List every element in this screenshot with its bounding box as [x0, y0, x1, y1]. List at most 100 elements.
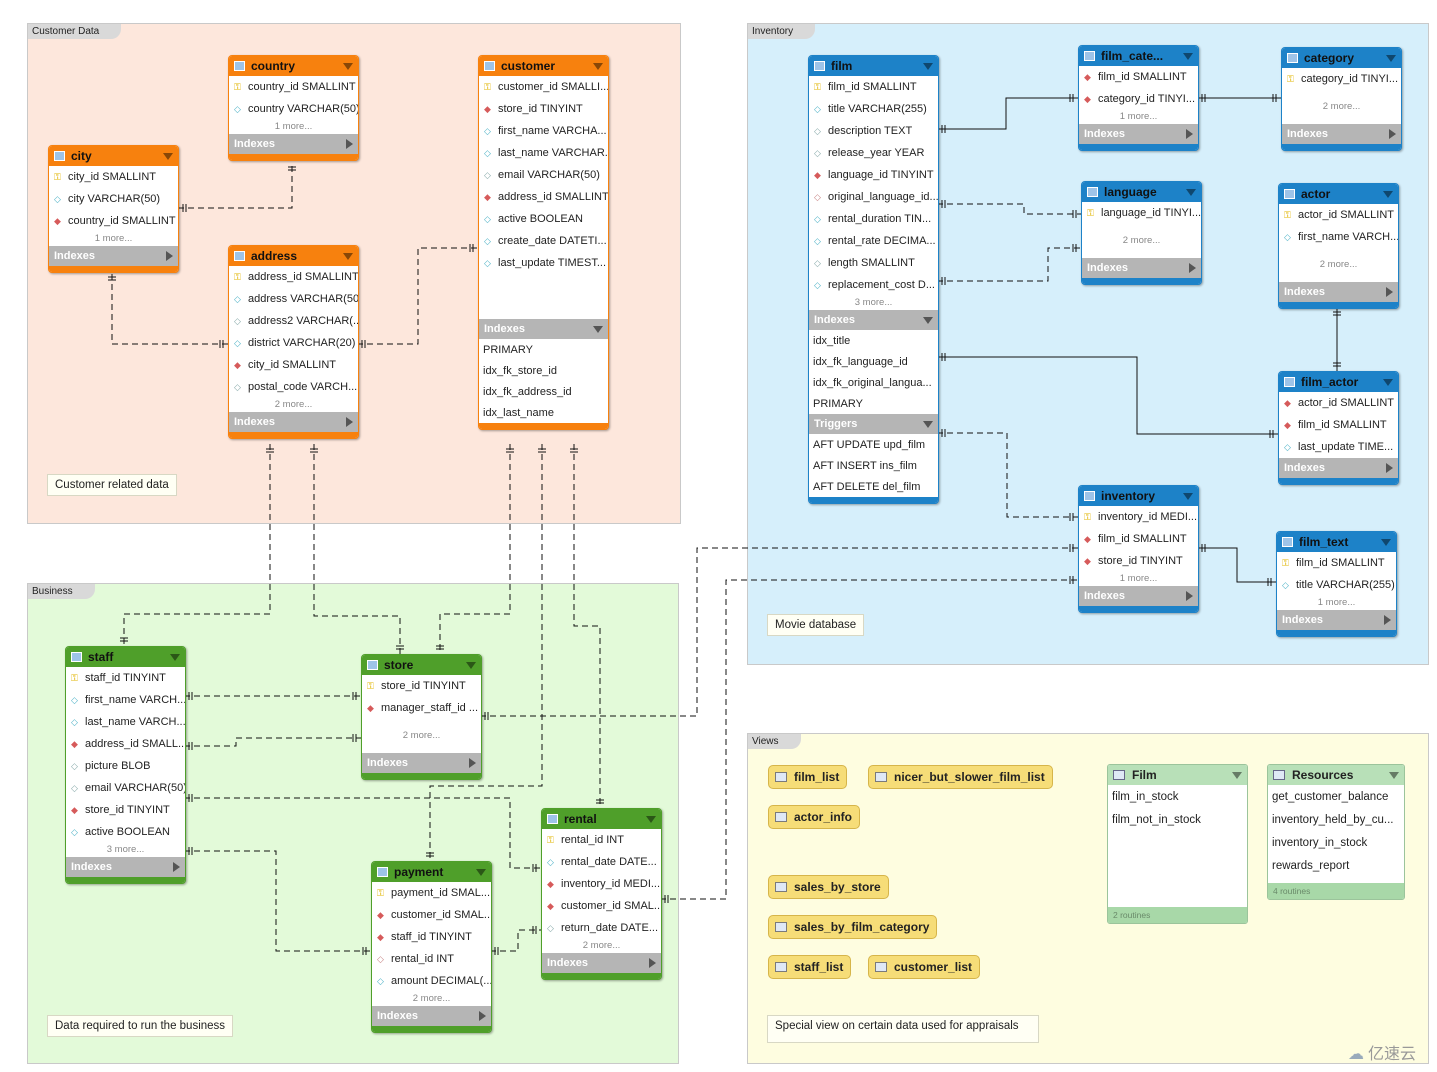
table-header[interactable]: language	[1082, 182, 1201, 202]
section-header[interactable]: Indexes	[66, 857, 185, 877]
triangle-right-icon[interactable]	[1186, 129, 1193, 139]
table-header[interactable]: film	[809, 56, 938, 76]
more-columns[interactable]: 2 more...	[412, 993, 451, 1004]
collapse-icon[interactable]	[1389, 771, 1399, 779]
table-column[interactable]: ◆actor_id SMALLINT	[1279, 392, 1398, 414]
routine-group-film[interactable]: Film film_in_stock film_not_in_stock 2 r…	[1107, 764, 1248, 924]
table-column[interactable]: ◇last_update TIME...	[1279, 436, 1398, 458]
triangle-right-icon[interactable]	[1186, 591, 1193, 601]
table-column[interactable]: ⚿film_id SMALLINT	[809, 76, 938, 98]
link-customer-address[interactable]	[357, 247, 478, 345]
link-inventory-store[interactable]	[480, 547, 1078, 717]
table-column[interactable]: ◇create_date DATETI...	[479, 230, 608, 252]
section-header[interactable]: Indexes	[1282, 124, 1401, 144]
collapse-icon[interactable]	[646, 815, 656, 823]
table-column[interactable]: ◇email VARCHAR(50)	[66, 777, 185, 799]
table-film[interactable]: film⚿film_id SMALLINT◇title VARCHAR(255)…	[808, 55, 939, 504]
link-store-address[interactable]	[313, 444, 401, 654]
section-header[interactable]: Indexes	[1079, 586, 1198, 606]
table-column[interactable]: ◇district VARCHAR(20)	[229, 332, 358, 354]
table-column[interactable]: ◆film_id SMALLINT	[1079, 66, 1198, 88]
section-item[interactable]: idx_fk_original_langua...	[813, 376, 932, 389]
triangle-right-icon[interactable]	[649, 958, 656, 968]
section-header[interactable]: Indexes	[1279, 282, 1398, 302]
section-header[interactable]: Indexes	[1277, 610, 1396, 630]
table-payment[interactable]: payment⚿payment_id SMAL...◆customer_id S…	[371, 861, 492, 1033]
more-columns[interactable]: 3 more...	[854, 297, 893, 308]
link-payment-staff[interactable]	[184, 850, 371, 952]
section-header[interactable]: Indexes	[1079, 124, 1198, 144]
collapse-icon[interactable]	[466, 661, 476, 669]
table-country[interactable]: country⚿country_id SMALLINT◇country VARC…	[228, 55, 359, 161]
link-store-staff[interactable]	[184, 737, 361, 747]
table-header[interactable]: country	[229, 56, 358, 76]
table-column[interactable]: ◇first_name VARCH...	[1279, 226, 1398, 248]
link-payment-customer[interactable]	[429, 444, 543, 861]
section-header[interactable]: Indexes	[229, 134, 358, 154]
section-item[interactable]: AFT UPDATE upd_film	[813, 438, 926, 451]
table-language[interactable]: language⚿language_id TINYI...2 more...In…	[1081, 181, 1202, 285]
table-column[interactable]: ◇title VARCHAR(255)	[1277, 574, 1396, 596]
table-column[interactable]: ◇active BOOLEAN	[479, 208, 608, 230]
table-column[interactable]: ⚿film_id SMALLINT	[1277, 552, 1396, 574]
table-column[interactable]: ◇return_date DATE...	[542, 917, 661, 939]
triangle-right-icon[interactable]	[1389, 129, 1396, 139]
routine-group-resources[interactable]: Resources get_customer_balance inventory…	[1267, 764, 1405, 900]
section-item[interactable]: PRIMARY	[483, 343, 533, 356]
triangle-right-icon[interactable]	[1189, 263, 1196, 273]
link-rental-staff[interactable]	[184, 797, 541, 869]
table-header[interactable]: category	[1282, 48, 1401, 68]
section-item[interactable]: idx_title	[813, 334, 851, 347]
table-column[interactable]: ◇active BOOLEAN	[66, 821, 185, 843]
section-header[interactable]: Indexes	[809, 310, 938, 330]
link-inventory-film[interactable]	[937, 432, 1078, 518]
table-column[interactable]: ◇first_name VARCHA...	[479, 120, 608, 142]
view-sales-by-store[interactable]: sales_by_store	[768, 875, 889, 899]
link-film-language[interactable]	[937, 203, 1081, 215]
table-header[interactable]: film_actor	[1279, 372, 1398, 392]
section-item[interactable]: idx_last_name	[483, 406, 554, 419]
more-columns[interactable]: 2 more...	[1319, 259, 1358, 270]
link-rental-inventory[interactable]	[660, 579, 1078, 900]
link-customer-store[interactable]	[439, 444, 511, 654]
table-column[interactable]: ◆city_id SMALLINT	[229, 354, 358, 376]
triangle-down-icon[interactable]	[593, 325, 603, 333]
collapse-icon[interactable]	[1383, 378, 1393, 386]
table-column[interactable]: ◇rental_duration TIN...	[809, 208, 938, 230]
link-payment-rental[interactable]	[490, 929, 541, 952]
table-column[interactable]: ◇rental_id INT	[372, 948, 491, 970]
triangle-down-icon[interactable]	[923, 316, 933, 324]
collapse-icon[interactable]	[476, 868, 486, 876]
table-column[interactable]: ◆address_id SMALL...	[66, 733, 185, 755]
view-sales-by-film-category[interactable]: sales_by_film_category	[768, 915, 938, 939]
more-columns[interactable]: 1 more...	[1317, 597, 1356, 608]
section-header[interactable]: Indexes	[1082, 258, 1201, 278]
collapse-icon[interactable]	[1381, 538, 1391, 546]
collapse-icon[interactable]	[923, 62, 933, 70]
table-address[interactable]: address⚿address_id SMALLINT◇address VARC…	[228, 245, 359, 439]
table-column[interactable]: ⚿store_id TINYINT	[362, 675, 481, 697]
table-film-category[interactable]: film_cate...◆film_id SMALLINT◆category_i…	[1078, 45, 1199, 151]
table-column[interactable]: ◇original_language_id...	[809, 186, 938, 208]
link-film-text-inventory[interactable]	[1197, 547, 1276, 583]
triangle-right-icon[interactable]	[469, 758, 476, 768]
collapse-icon[interactable]	[1186, 188, 1196, 196]
table-column[interactable]: ◇release_year YEAR	[809, 142, 938, 164]
table-column[interactable]: ◆category_id TINYI...	[1079, 88, 1198, 110]
link-rental-customer[interactable]	[573, 444, 601, 808]
note-inventory[interactable]: Movie database	[767, 614, 865, 636]
more-columns[interactable]: 1 more...	[274, 121, 313, 132]
table-header[interactable]: city	[49, 146, 178, 166]
more-columns[interactable]: 2 more...	[582, 940, 621, 951]
table-column[interactable]: ◇rental_rate DECIMA...	[809, 230, 938, 252]
more-columns[interactable]: 1 more...	[1119, 111, 1158, 122]
table-store[interactable]: store⚿store_id TINYINT◆manager_staff_id …	[361, 654, 482, 780]
table-column[interactable]: ⚿address_id SMALLINT	[229, 266, 358, 288]
table-inventory[interactable]: inventory⚿inventory_id MEDI...◆film_id S…	[1078, 485, 1199, 613]
table-column[interactable]: ⚿customer_id SMALLI...	[479, 76, 608, 98]
more-columns[interactable]: 1 more...	[1119, 573, 1158, 584]
section-header[interactable]: Indexes	[542, 953, 661, 973]
section-header[interactable]: Indexes	[372, 1006, 491, 1026]
table-header[interactable]: rental	[542, 809, 661, 829]
more-columns[interactable]: 2 more...	[1322, 101, 1361, 112]
